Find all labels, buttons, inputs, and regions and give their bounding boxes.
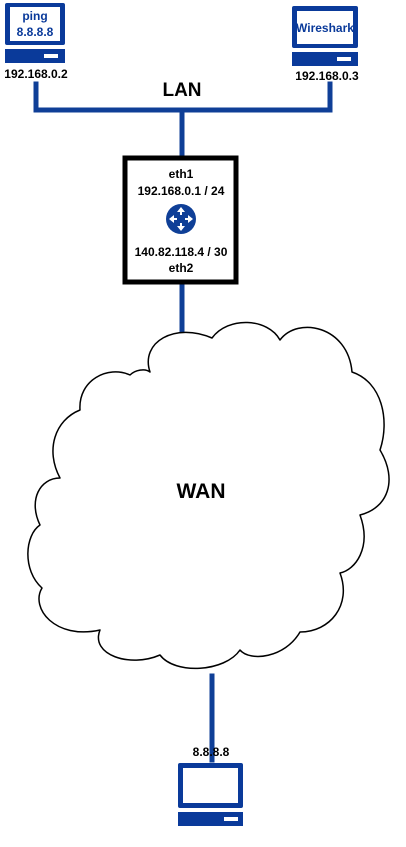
lan-label: LAN bbox=[162, 80, 201, 101]
computer-icon bbox=[178, 763, 243, 826]
host-right-screen-line1: Wireshark bbox=[296, 21, 354, 35]
cloud-shape bbox=[27, 321, 390, 670]
router-icon bbox=[166, 204, 196, 234]
router-if2-ip: 140.82.118.4 / 30 bbox=[135, 245, 228, 259]
computer-icon bbox=[5, 3, 65, 63]
host-right[interactable]: Wireshark 192.168.0.3 bbox=[292, 6, 359, 83]
host-left-ip: 192.168.0.2 bbox=[4, 67, 68, 81]
remote-host[interactable]: 8.8.8.8 bbox=[178, 745, 243, 826]
wan-cloud: WAN bbox=[27, 321, 390, 670]
router-if1-name: eth1 bbox=[169, 167, 194, 181]
router-if2-name: eth2 bbox=[169, 261, 194, 275]
remote-host-ip: 8.8.8.8 bbox=[193, 745, 230, 759]
wan-label: WAN bbox=[177, 480, 226, 503]
host-right-ip: 192.168.0.3 bbox=[295, 69, 359, 83]
router-if1-ip: 192.168.0.1 / 24 bbox=[138, 184, 225, 198]
host-left-screen-line1: ping bbox=[22, 9, 47, 23]
host-left-screen-line2: 8.8.8.8 bbox=[17, 25, 54, 39]
host-left[interactable]: ping 8.8.8.8 192.168.0.2 bbox=[4, 3, 68, 81]
computer-icon bbox=[292, 6, 358, 66]
links bbox=[33, 81, 333, 763]
router[interactable]: eth1 192.168.0.1 / 24 140.82.118.4 / 30 … bbox=[122, 155, 239, 285]
